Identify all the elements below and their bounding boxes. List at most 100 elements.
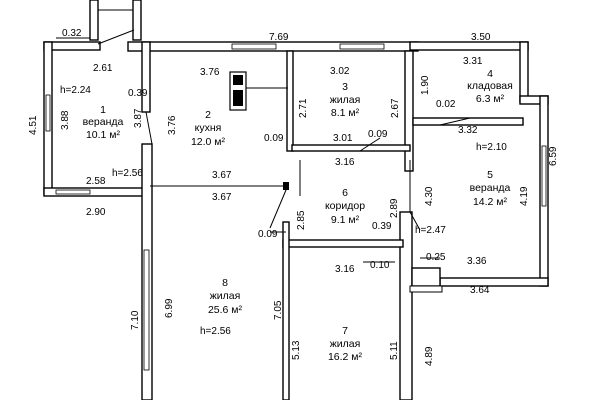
dim-2-85: 2.85: [296, 210, 307, 230]
door-kitchen-swing[interactable]: [145, 111, 153, 145]
dim-7-05: 7.05: [273, 300, 284, 320]
dim-0-02: 0.02: [436, 99, 456, 110]
dimensions-vertical: 4.51 3.88 3.87 3.76 2.71 2.67 1.90 6.59 …: [28, 75, 559, 366]
room6-name: коридор: [325, 200, 365, 212]
dim-3-87: 3.87: [133, 108, 144, 128]
room4-area: 6.3 м²: [476, 93, 505, 105]
room3-left-wall: [286, 50, 294, 152]
dim-1-90: 1.90: [420, 75, 431, 95]
door-corridor-swing[interactable]: [269, 189, 287, 229]
room3-number: 3: [342, 81, 348, 93]
dim-5-13: 5.13: [291, 340, 302, 360]
storage-top-wall: [409, 41, 529, 51]
dim-4-30: 4.30: [424, 186, 435, 206]
dim-3-88: 3.88: [60, 110, 71, 130]
room8-name: жилая: [210, 290, 241, 302]
room3-bottom-wall: [291, 144, 411, 152]
dim-2-90: 2.90: [86, 207, 106, 218]
room6-number: 6: [342, 187, 348, 199]
dim-0-09-a: 0.09: [264, 133, 284, 144]
room3-right-wall: [404, 50, 414, 172]
window-room8: [143, 249, 150, 371]
dim-3-02: 3.02: [330, 66, 350, 77]
room4-number: 4: [487, 68, 493, 80]
dim-3-16-bot: 3.16: [335, 264, 355, 275]
dim-4-51: 4.51: [28, 115, 39, 135]
dim-0-32: 0.32: [62, 28, 82, 39]
entry-wall-right: [132, 0, 142, 41]
dim-3-50: 3.50: [471, 32, 491, 43]
room2-name: кухня: [195, 122, 222, 134]
room1-height: h=2.24: [60, 85, 91, 96]
room7-top-wall: [282, 239, 404, 248]
room3-name: жилая: [330, 94, 361, 106]
windows: [45, 43, 547, 371]
dim-0-09-b: 0.09: [368, 129, 388, 140]
door-veranda5-swing[interactable]: [409, 211, 421, 231]
room7-right-wall: [399, 211, 413, 400]
dim-4-19: 4.19: [519, 186, 530, 206]
room3-area: 8.1 м²: [331, 107, 360, 119]
room1-number: 1: [100, 104, 106, 116]
room7-number: 7: [342, 325, 348, 337]
dim-0-39-mid: 0.39: [372, 221, 392, 232]
window-kitchen: [231, 43, 277, 50]
dim-3-36: 3.36: [467, 256, 487, 267]
dim-3-67-b: 3.67: [212, 192, 232, 203]
door-veranda5-step: [409, 285, 443, 293]
dim-7-69: 7.69: [269, 32, 289, 43]
dim-2-58: 2.58: [86, 176, 106, 187]
dimension-lines: [56, 37, 520, 287]
room8-height: h=2.56: [200, 326, 231, 337]
room2-area: 12.0 м²: [191, 136, 226, 148]
stove: [229, 71, 288, 111]
door-entry-swing[interactable]: [97, 29, 135, 45]
entry-wall-left: [89, 0, 99, 41]
dim-0-09-c: 0.09: [258, 229, 278, 240]
room7-left-wall: [282, 221, 290, 400]
veranda5-corner: [411, 267, 441, 287]
dim-6-99: 6.99: [164, 298, 175, 318]
window-room3: [339, 43, 385, 50]
dim-3-01: 3.01: [333, 133, 353, 144]
dim-2-71: 2.71: [298, 98, 309, 118]
dim-2-89: 2.89: [389, 198, 400, 218]
room6-area: 9.1 м²: [331, 214, 360, 226]
room6-height: h=2.47: [415, 225, 446, 236]
storage-right-wall: [519, 41, 529, 103]
dim-4-89: 4.89: [424, 346, 435, 366]
room5-area: 14.2 м²: [473, 196, 508, 208]
room4-name: кладовая: [467, 80, 513, 92]
dim-3-31: 3.31: [463, 56, 483, 67]
dim-3-64: 3.64: [470, 285, 490, 296]
dim-3-67-a: 3.67: [212, 170, 232, 181]
dim-2-61: 2.61: [93, 63, 113, 74]
dim-3-76-vert: 3.76: [167, 115, 178, 135]
room5-name: веранда: [470, 182, 511, 194]
window-veranda1: [45, 94, 51, 132]
room8-area: 25.6 м²: [208, 304, 243, 316]
dim-0-39-left: 0.39: [128, 88, 148, 99]
extra-height: h=2.56: [112, 168, 143, 179]
dim-3-32: 3.32: [458, 125, 478, 136]
dim-0-10: 0.10: [370, 260, 390, 271]
dim-6-59: 6.59: [548, 146, 559, 166]
room5-height: h=2.10: [476, 142, 507, 153]
dimensions-horizontal: 0.32 7.69 3.50 2.61 3.76 3.02 3.31 0.39 …: [62, 28, 491, 296]
room1-area: 10.1 м²: [86, 129, 121, 141]
room8-number: 8: [222, 277, 228, 289]
room-labels: h=2.24 1 веранда 10.1 м² 2 кухня 12.0 м²…: [60, 68, 513, 363]
window-veranda1-bottom: [55, 189, 91, 195]
room2-number: 2: [205, 109, 211, 121]
door-storage-swing[interactable]: [439, 117, 471, 126]
room5-number: 5: [487, 169, 493, 181]
veranda5-bottom-wall: [439, 277, 549, 287]
window-veranda5: [541, 145, 547, 207]
dim-3-76-top: 3.76: [200, 67, 220, 78]
kitchen-left-wall-upper: [141, 41, 151, 113]
room1-name: веранда: [83, 116, 124, 128]
storage-bottom-wall: [412, 117, 524, 126]
dim-2-67: 2.67: [390, 98, 401, 118]
dim-5-11: 5.11: [389, 341, 400, 360]
